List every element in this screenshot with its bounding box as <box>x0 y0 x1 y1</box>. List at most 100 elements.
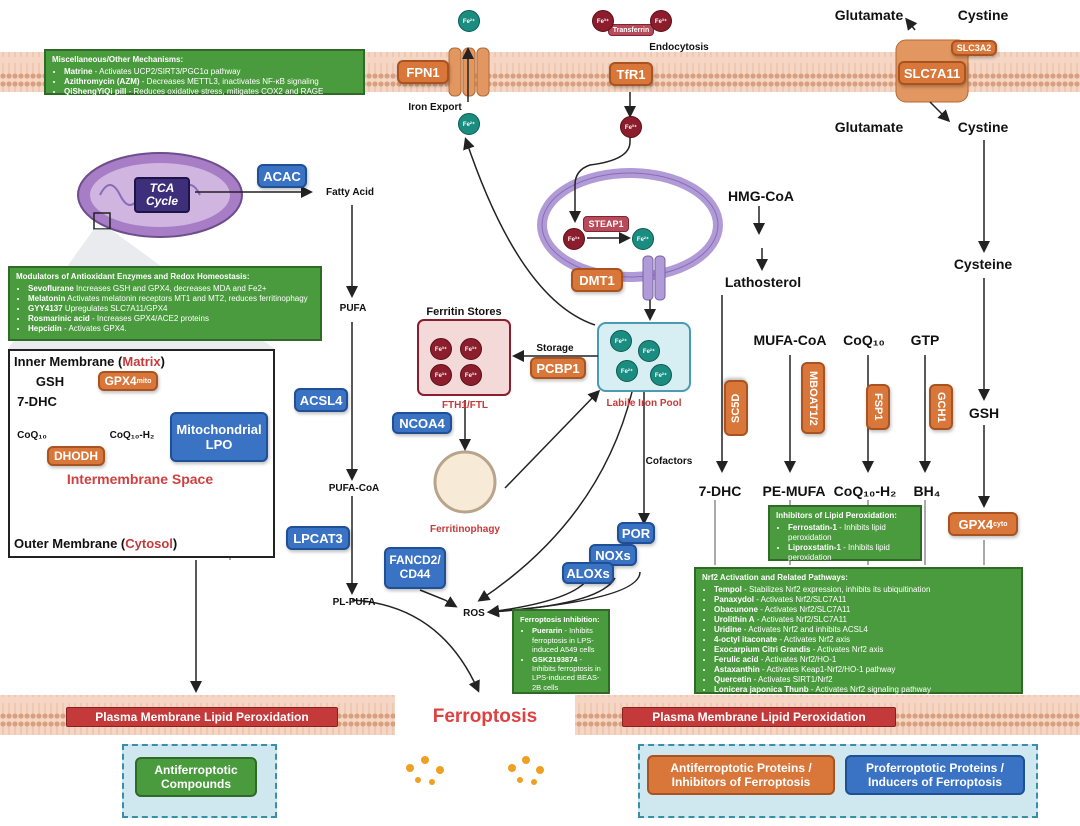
slc3a2-label: SLC3A2 <box>951 40 997 56</box>
antiox-item-name: Sevoflurane <box>28 284 74 293</box>
nrf2-item-name: Quercetin <box>714 675 752 684</box>
antiox-item-desc: Activates melatonin receptors MT1 and MT… <box>65 294 308 303</box>
nrf2-activation-box: Nrf2 Activation and Related Pathways: Te… <box>694 567 1023 694</box>
fe3-ion-endosome: Fe³⁺ <box>563 228 585 250</box>
dmt1-label: DMT1 <box>571 268 623 292</box>
nrf2-item-name: Uridine <box>714 625 742 634</box>
bh4-label: BH₄ <box>913 483 941 499</box>
lpo-inhib-item-name: Liproxstatin-1 <box>788 543 841 552</box>
inner-membrane-text: Inner Membrane ( <box>14 353 123 369</box>
cystine-out-label: Cystine <box>957 7 1009 23</box>
mboat-label: MBOAT1/2 <box>801 362 825 434</box>
cystine-in-label: Cystine <box>957 119 1009 135</box>
pufa-coa-label: PUFA-CoA <box>328 482 380 494</box>
fe2-ion-pool-4: Fe²⁺ <box>650 364 672 386</box>
mito-lpo-label: Mitochondrial LPO <box>170 412 268 462</box>
antiox-item-name: Rosmarinic acid <box>28 314 90 323</box>
ferro-inhib-item-name: Puerarin <box>532 626 563 636</box>
coq10-label: CoQ₁₀ <box>843 332 885 348</box>
sc5d-label: SC5D <box>724 380 748 436</box>
lip-label: Labile Iron Pool <box>606 397 682 409</box>
fe2-ion-endosome: Fe²⁺ <box>632 228 654 250</box>
ferroptosis-inhibition-box: Ferroptosis Inhibition: Puerarin - Inhib… <box>512 609 610 694</box>
acsl4-label: ACSL4 <box>294 388 348 412</box>
fth1-label: FTH1/FTL <box>441 399 489 411</box>
storage-label: Storage <box>536 342 574 354</box>
fe2-ion-pool-1: Fe²⁺ <box>610 330 632 352</box>
tca-cycle-label: TCA Cycle <box>134 177 190 213</box>
intermembrane-space-label: Intermembrane Space <box>66 471 214 487</box>
por-label: POR <box>617 522 655 544</box>
misc-item-name: QiShengYiQi pill <box>64 87 127 96</box>
inner-membrane-title: Inner Membrane (Matrix) <box>14 352 165 370</box>
ferro-inhib-title: Ferroptosis Inhibition: <box>520 615 600 624</box>
antioxidant-modulators-box: Modulators of Antioxidant Enzymes and Re… <box>8 266 322 341</box>
plasma-membrane-lpo-right: Plasma Membrane Lipid Peroxidation <box>622 707 896 727</box>
fsp1-label: FSP1 <box>866 384 890 430</box>
fatty-acid-label: Fatty Acid <box>326 186 374 198</box>
nrf2-item-desc: - Activates SIRT1/Nrf2 <box>751 675 833 684</box>
misc-box-title: Miscellaneous/Other Mechanisms: <box>52 55 184 64</box>
fe3-ion-ferritin-3: Fe³⁺ <box>430 364 452 386</box>
fe3-ion-endocytosed: Fe³⁺ <box>620 116 642 138</box>
ferritinophagy-label: Ferritinophagy <box>429 523 500 535</box>
antiox-item-desc: Upregulates SLC7A11/GPX4 <box>62 304 168 313</box>
endocytosis-label: Endocytosis <box>649 41 709 53</box>
plasma-membrane-lpo-left: Plasma Membrane Lipid Peroxidation <box>66 707 338 727</box>
mito-coq10-label: CoQ₁₀ <box>17 429 47 441</box>
misc-item-desc: - Decreases METTL3, inactivates NF-κB si… <box>139 77 319 86</box>
legend-antiferroptotic-compounds: Antiferroptotic Compounds <box>135 757 257 797</box>
nrf2-item-name: Lonicera japonica Thunb <box>714 685 809 694</box>
outer-membrane-title: Outer Membrane (Cytosol) <box>14 534 177 552</box>
ferroptosis-burst-right <box>508 756 544 785</box>
pl-pufa-label: PL-PUFA <box>332 596 376 608</box>
antiox-item-desc: - Activates GPX4. <box>61 324 127 333</box>
fe3-ion-transferrin-left: Fe³⁺ <box>592 10 614 32</box>
ros-label: ROS <box>463 607 485 619</box>
ferro-inhib-item-desc: - Inhibits ferroptosis in LPS-induced BE… <box>532 654 601 692</box>
legend-proferroptotic-proteins: Proferroptotic Proteins / Inducers of Fe… <box>845 755 1025 795</box>
misc-item-name: Azithromycin (AZM) <box>64 77 140 86</box>
ncoa4-label: NCOA4 <box>392 412 452 434</box>
nrf2-item-name: Urolithin A <box>714 615 755 624</box>
tca-line2: Cycle <box>145 194 179 208</box>
mev-7dhc-label: 7-DHC <box>698 483 742 499</box>
nrf2-box-title: Nrf2 Activation and Related Pathways: <box>702 573 848 582</box>
misc-item-desc: - Reduces oxidative stress, mitigates CO… <box>126 87 324 96</box>
antiox-box-title: Modulators of Antioxidant Enzymes and Re… <box>16 272 250 281</box>
ferroptosis-title: Ferroptosis <box>432 706 538 727</box>
hmg-coa-label: HMG-CoA <box>727 188 795 204</box>
mito-7dhc-label: 7-DHC <box>17 393 57 409</box>
fancd2-cd44-label: FANCD2/ CD44 <box>384 547 446 589</box>
pcbp1-label: PCBP1 <box>530 357 586 379</box>
pe-mufa-label: PE-MUFA <box>762 483 826 499</box>
antiox-item-desc: - Increases GPX4/ACE2 proteins <box>89 314 209 323</box>
fe2-ion-export-top: Fe²⁺ <box>458 10 480 32</box>
lpo-inhib-item-name: Ferrostatin-1 <box>788 523 837 532</box>
nrf2-item-desc: - Activates Nrf2 axis <box>810 645 884 654</box>
transferrin-label: Transferrin <box>608 24 654 36</box>
aloxs-label: ALOXs <box>562 562 614 584</box>
slc7a11-label: SLC7A11 <box>898 61 966 85</box>
gtp-label: GTP <box>910 332 940 348</box>
steap1-label: STEAP1 <box>583 216 629 232</box>
nrf2-item-desc: - Activates Nrf2/SLC7A11 <box>754 615 847 624</box>
lpo-inhib-item-desc: - Inhibits lipid peroxidation <box>788 523 886 542</box>
outer-membrane-text: Outer Membrane ( <box>14 535 126 551</box>
gpx4-mito-sup: mito <box>136 377 152 385</box>
nrf2-item-desc: - Activates Nrf2 axis <box>777 635 851 644</box>
antiox-item-name: Hepcidin <box>28 324 62 333</box>
fe3-ion-transferrin-right: Fe³⁺ <box>650 10 672 32</box>
fe3-ion-ferritin-2: Fe³⁺ <box>460 338 482 360</box>
dmt1-channel <box>642 255 666 301</box>
nrf2-item-name: Panaxydol <box>714 595 755 604</box>
nrf2-item-desc: - Activates Nrf2 and inhibits ACSL4 <box>741 625 868 634</box>
gpx4-cyto-sup: cyto <box>993 520 1008 528</box>
coq10h2-label: CoQ₁₀-H₂ <box>833 483 897 499</box>
mito-coq10h2-label: CoQ₁₀-H₂ <box>109 429 155 441</box>
fe3-ion-ferritin-1: Fe³⁺ <box>430 338 452 360</box>
fe2-ion-export-bottom: Fe²⁺ <box>458 113 480 135</box>
